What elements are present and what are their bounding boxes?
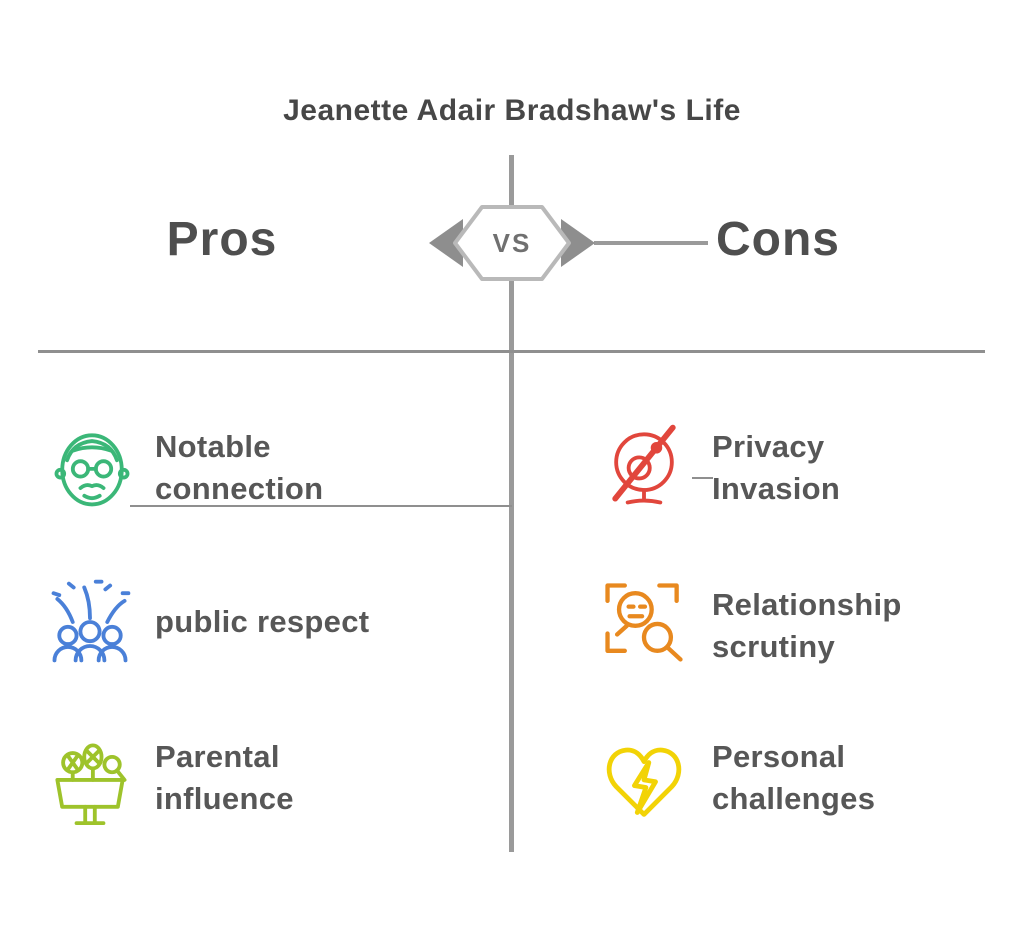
horizontal-divider-line [38,350,985,353]
versus-arrow-badge [429,205,595,281]
pros-row1-connector-line [130,505,512,507]
cons-item-1-line2: Invasion [712,471,841,506]
famous-man-face-icon [44,418,140,514]
face-scan-icon [596,574,692,670]
vs-badge-label: VS [492,227,532,258]
cons-row1-connector-line [692,477,713,479]
no-webcam-icon [596,418,692,514]
center-vertical-line [509,155,514,852]
pros-item-1-line1: Notable [155,429,271,464]
cons-item-3-label: Personal challenges [712,736,1024,820]
cons-item-2-label: Relationship scrutiny [712,584,1024,668]
cons-item-2-line1: Relationship [712,587,902,622]
pros-item-2-line1: public respect [155,604,370,639]
cons-item-1-line1: Privacy [712,429,825,464]
podium-microphones-icon [42,730,138,826]
pros-item-2-label: public respect [155,601,475,643]
cons-item-2-line2: scrutiny [712,629,835,664]
pros-item-3-line2: influence [155,781,294,816]
badge-right-connector-line [594,241,708,245]
pros-item-1-line2: connection [155,471,324,506]
pros-item-3-label: Parental influence [155,736,455,820]
pros-column-header: Pros [166,213,278,266]
right-arrowhead-icon [561,219,595,267]
pros-item-1-label: Notable connection [155,426,455,510]
pros-item-3-line1: Parental [155,739,280,774]
cons-item-3-line1: Personal [712,739,846,774]
page-title: Jeanette Adair Bradshaw's Life [283,94,741,127]
cons-item-3-line2: challenges [712,781,876,816]
heartbreak-icon [596,728,692,824]
cons-item-1-label: Privacy Invasion [712,426,1012,510]
cheering-crowd-icon [42,574,138,670]
left-arrowhead-icon [429,219,463,267]
vs-hexagon [453,205,571,281]
cons-column-header: Cons [716,213,840,266]
